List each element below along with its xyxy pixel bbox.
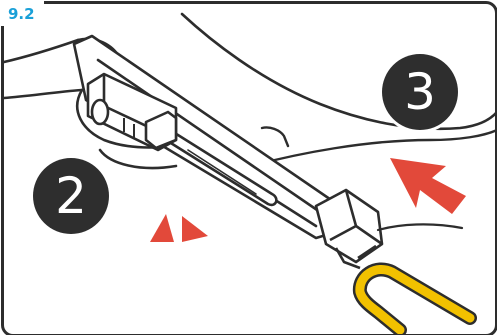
bolt-outline [262, 127, 288, 146]
arm-outline [4, 40, 82, 98]
hinge-bar [74, 36, 340, 238]
end-clamp [316, 190, 382, 268]
yellow-tool [360, 269, 470, 330]
lower-edge-line [378, 224, 462, 230]
squeeze-arrow-left-icon [150, 214, 174, 242]
callout-badge-3: 3 [382, 54, 458, 130]
step-number: 9.2 [0, 0, 44, 26]
callout-badge-2: 2 [33, 158, 109, 234]
squeeze-arrow-right-icon [182, 216, 208, 242]
push-arrow-icon [390, 158, 466, 214]
